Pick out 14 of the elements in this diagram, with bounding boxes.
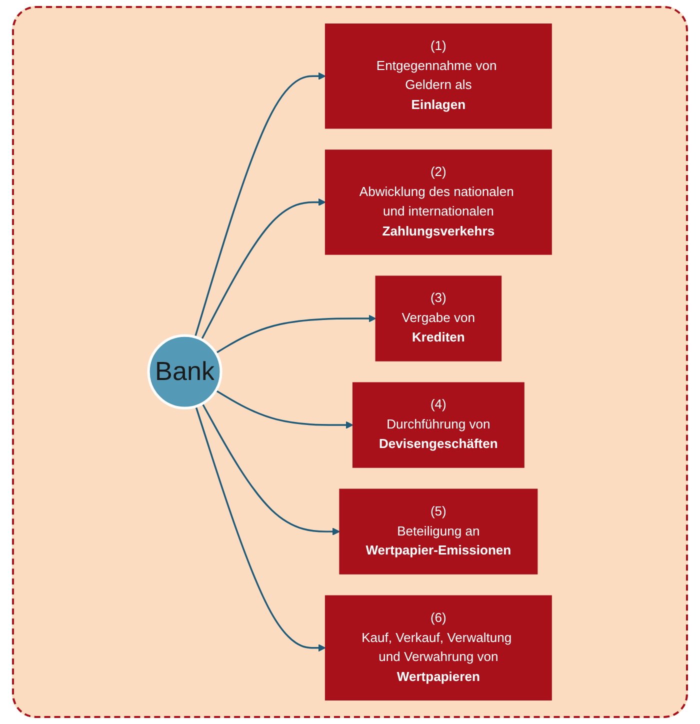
arrow <box>215 390 354 429</box>
arrow <box>195 406 326 652</box>
arrow <box>215 314 376 354</box>
node-box <box>339 488 538 574</box>
arrow <box>200 198 326 340</box>
node-box <box>375 276 502 362</box>
arrow <box>194 72 326 338</box>
node-box <box>352 382 524 468</box>
node-box <box>324 595 552 700</box>
node-box <box>324 150 552 255</box>
panel-background: (1) Entgegennahme von Geldern als Einlagen (6) Kauf, Verkauf, Verwaltung und Verwahrung von Wertpapieren (2) Abwicklung des nationalen und internationalen Zahlungsverkehrs Bank (5) Beteiligung an Wertpapier-Emissionen (3) Vergabe von Krediten (4) Durchführung von Devisengeschäften <box>12 6 688 718</box>
node-box <box>324 24 552 129</box>
node-circle <box>147 334 222 410</box>
arrow <box>202 403 340 536</box>
